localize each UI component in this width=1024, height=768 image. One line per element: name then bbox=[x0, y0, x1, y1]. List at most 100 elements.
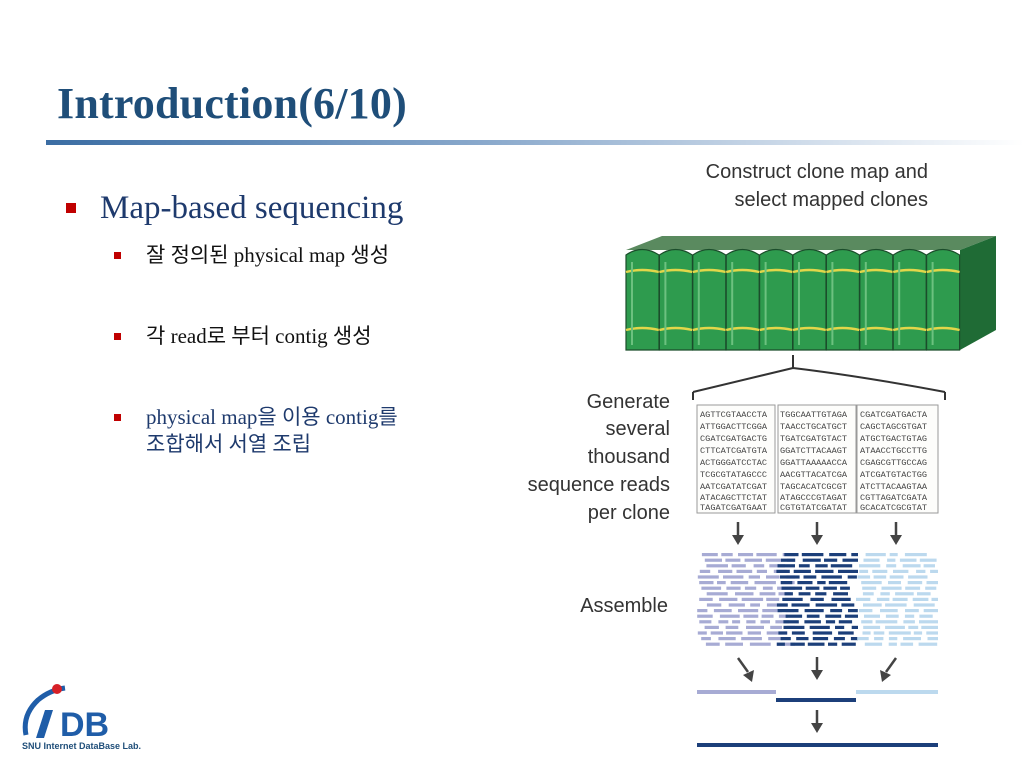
read-fragment bbox=[790, 642, 805, 646]
read-fragment bbox=[796, 637, 809, 641]
read-fragment bbox=[736, 569, 753, 573]
read-fragment bbox=[857, 637, 869, 641]
read-fragment bbox=[838, 620, 853, 624]
diagonal-arrow-icon bbox=[736, 657, 754, 682]
read-fragment bbox=[887, 558, 896, 562]
read-fragment bbox=[780, 637, 791, 641]
read-fragment bbox=[831, 597, 851, 601]
book-band bbox=[659, 326, 693, 332]
read-fragment bbox=[880, 592, 890, 596]
sequence-line: AACGTTACATCGA bbox=[780, 470, 848, 480]
read-fragment bbox=[744, 586, 757, 590]
read-fragment bbox=[885, 614, 899, 618]
read-fragment bbox=[697, 614, 713, 618]
read-fragment bbox=[825, 620, 836, 624]
read-fragment bbox=[838, 631, 854, 635]
read-fragment bbox=[775, 620, 790, 624]
read-fragment bbox=[719, 614, 740, 618]
read-fragment bbox=[756, 569, 767, 573]
read-fragment bbox=[704, 558, 722, 562]
read-fragment bbox=[844, 614, 858, 618]
sequence-line: CTTCATCGATGTA bbox=[700, 446, 768, 456]
sequence-line: ATGCTGACTGTAG bbox=[860, 434, 927, 444]
sequence-read-cards bbox=[696, 404, 939, 514]
bullet-level2: 잘 정의된 physical map 생성 bbox=[62, 242, 502, 269]
read-fragment bbox=[830, 564, 853, 568]
read-fragment bbox=[706, 564, 728, 568]
read-fragment bbox=[817, 581, 826, 585]
read-fragment bbox=[812, 631, 833, 635]
read-fragment bbox=[725, 558, 741, 562]
read-fragment bbox=[881, 586, 902, 590]
read-fragment bbox=[815, 603, 838, 607]
read-fragment bbox=[919, 558, 937, 562]
read-fragment bbox=[699, 620, 712, 624]
read-fragment bbox=[805, 586, 820, 590]
read-fragment bbox=[728, 603, 745, 607]
read-fragment bbox=[804, 609, 824, 613]
read-fragment bbox=[904, 614, 915, 618]
read-fragment bbox=[851, 625, 858, 629]
read-fragment bbox=[916, 569, 926, 573]
step2-label-line: per clone bbox=[588, 502, 670, 524]
read-fragment bbox=[717, 581, 726, 585]
read-fragment bbox=[697, 575, 719, 579]
read-fragment bbox=[780, 581, 793, 585]
read-fragment bbox=[777, 564, 795, 568]
sequence-line: GGATTAAAAACCA bbox=[780, 458, 848, 468]
read-fragment bbox=[815, 564, 828, 568]
read-fragment bbox=[859, 564, 881, 568]
logo-text: DB bbox=[60, 706, 109, 744]
read-fragment bbox=[776, 569, 790, 573]
read-fragment bbox=[864, 614, 880, 618]
bullet-text: Map-based sequencing bbox=[100, 190, 404, 226]
read-fragment bbox=[798, 592, 811, 596]
book-band bbox=[725, 326, 760, 332]
read-fragment bbox=[746, 620, 756, 624]
read-fragment bbox=[908, 575, 928, 579]
read-fragment bbox=[873, 575, 887, 579]
read-fragment bbox=[833, 592, 848, 596]
sequence-line: CGTTAGATCGATA bbox=[860, 493, 928, 503]
read-fragment bbox=[706, 603, 722, 607]
book-spine bbox=[725, 248, 760, 351]
step2-label-line: sequence reads bbox=[528, 474, 670, 496]
book-spine bbox=[792, 248, 827, 351]
read-fragment bbox=[905, 609, 919, 613]
sequence-card bbox=[696, 404, 776, 514]
read-fragment bbox=[726, 631, 743, 635]
read-fragment bbox=[835, 625, 845, 629]
read-fragment bbox=[809, 625, 830, 629]
sequence-line: TCGCGTATAGCCC bbox=[700, 470, 767, 480]
read-fragment bbox=[753, 564, 765, 568]
sequence-line: ATCGATGTACTGG bbox=[860, 470, 927, 480]
read-fragment bbox=[806, 614, 820, 618]
read-fragment bbox=[777, 609, 799, 613]
step2-label: Generate several thousand sequence reads… bbox=[528, 391, 670, 524]
read-fragment bbox=[741, 597, 764, 601]
read-fragment bbox=[741, 637, 762, 641]
read-fragment bbox=[895, 592, 914, 596]
book-spine bbox=[625, 248, 660, 351]
read-fragment bbox=[766, 575, 780, 579]
read-fragment bbox=[885, 603, 907, 607]
read-fragment bbox=[780, 575, 800, 579]
read-fragment bbox=[725, 625, 739, 629]
book-band bbox=[926, 326, 960, 332]
sequence-line: CGTGTATCGATAT bbox=[780, 503, 847, 513]
read-fragment bbox=[889, 553, 898, 557]
sequence-line: ATCTTACAAGTAA bbox=[860, 482, 928, 492]
logo-caption: SNU Internet DataBase Lab. bbox=[22, 741, 142, 751]
read-fragment bbox=[927, 637, 938, 641]
bullet-square-icon bbox=[66, 203, 76, 213]
sequence-line: AGTTCGTAACCTA bbox=[700, 410, 768, 420]
sequence-line: AATCGATATCGAT bbox=[700, 482, 767, 492]
sequence-line: ACTGGGATCCTAC bbox=[700, 458, 767, 468]
read-fragment bbox=[815, 569, 834, 573]
book-band bbox=[826, 268, 860, 274]
read-fragment bbox=[892, 597, 908, 601]
sequence-line: CGAGCGTTGCCAG bbox=[860, 458, 927, 468]
read-fragment bbox=[908, 625, 919, 629]
read-fragment bbox=[784, 553, 799, 557]
read-fragment bbox=[781, 586, 803, 590]
